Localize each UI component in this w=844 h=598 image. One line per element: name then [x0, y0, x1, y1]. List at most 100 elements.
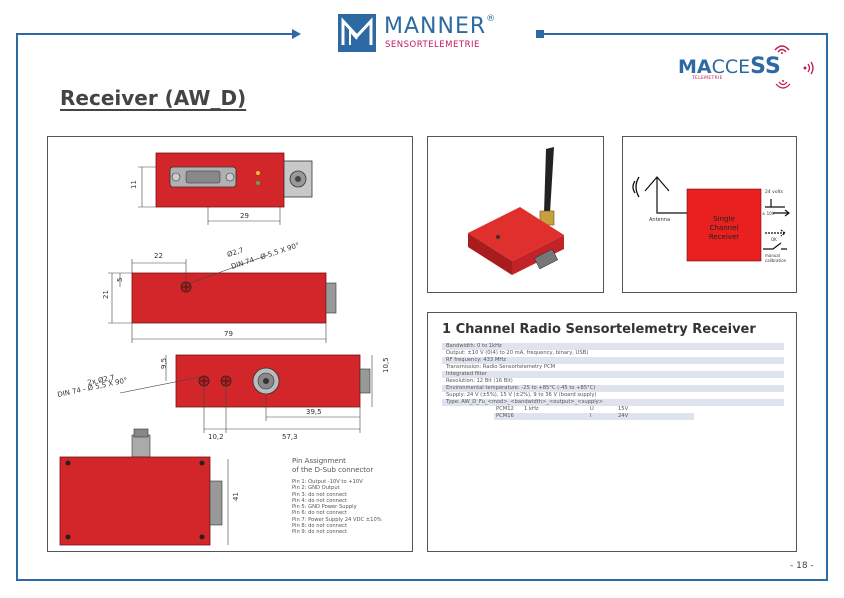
- pin-row: Pin 1: Output -10V to +10V: [292, 479, 363, 485]
- side-view-2-connector: [359, 368, 371, 394]
- bottom-screw-tr: [199, 460, 205, 466]
- dim-11: 11: [130, 180, 138, 189]
- receiver-label-2: Channel: [710, 224, 739, 232]
- dim-22: 22: [154, 252, 163, 260]
- bnc-bottom: [131, 434, 151, 458]
- side-view-1-connector: [325, 282, 337, 314]
- top-view: 11 29: [130, 152, 313, 225]
- side-view-1-body: [131, 272, 327, 324]
- pin-row: Pin 5: GND Power Supply: [292, 504, 357, 511]
- pin-assignment-title-2: of the D-Sub connector: [292, 466, 374, 474]
- pin-row: Pin 2: GND Output: [292, 485, 340, 492]
- led-green: [256, 181, 260, 185]
- signal-icon: [803, 61, 814, 75]
- dim-21: 21: [102, 290, 110, 299]
- dim-39-5: 39,5: [306, 408, 322, 416]
- output-arrow-icon: [773, 209, 790, 217]
- antenna-icon: [644, 176, 687, 214]
- brand-name-text: MANNER: [384, 14, 487, 39]
- bnc-bottom-top: [133, 428, 149, 438]
- photo-screw: [496, 235, 500, 239]
- specs-title: 1 Channel Radio Sensortelemetry Receiver: [442, 322, 756, 337]
- dsub-screw-left: [171, 172, 181, 182]
- manner-logo-mark: [338, 14, 376, 52]
- variant-bw: 1 kHz: [524, 406, 539, 412]
- variant-name: PCM12: [496, 406, 514, 412]
- bnc-center: [295, 176, 301, 182]
- label-ok: OK: [771, 237, 777, 242]
- dim-5: 5: [116, 278, 124, 282]
- bottom-view: 41: [59, 428, 240, 546]
- pin-row: Pin 9: do not connect: [292, 529, 348, 536]
- bottom-view-body: [59, 456, 211, 546]
- dim-79: 79: [224, 330, 233, 338]
- spec-row: Output: ±10 V (0(4) to 20 mA, frequency,…: [446, 350, 589, 356]
- maccess-sub: TELEMETRIE: [692, 76, 723, 81]
- pin-assignment-title-1: Pin Assignment: [292, 457, 346, 465]
- power-arrow-icon: [765, 199, 785, 208]
- housing-side: [512, 235, 564, 275]
- variant-name: PCM16: [496, 413, 514, 419]
- manner-brand-subtitle: SENSORTELEMETRIE: [385, 40, 480, 50]
- antenna: [544, 147, 554, 213]
- frame-top-left: [16, 33, 296, 35]
- pin-row: Pin 7: Power Supply 24 VDC ±10%: [292, 516, 382, 523]
- frame-square: [536, 30, 544, 38]
- calibration-switch-icon: [763, 242, 787, 250]
- bottom-screw-bl: [65, 534, 71, 540]
- bottom-view-connector: [209, 480, 223, 526]
- drawing-panel: 11 29 22 Ø2,7 DIN 74 - Ø 5,5 X 90° 21: [47, 136, 413, 552]
- spec-row: Environmental temperature: -25 to +85°C …: [442, 385, 784, 392]
- product-photo-panel: [427, 136, 604, 293]
- led-yellow: [256, 171, 260, 175]
- variant-out: I: [590, 413, 592, 419]
- spec-row: Integrated filter: [442, 371, 784, 378]
- maccess-text-a: MA: [678, 56, 712, 78]
- side-view-2: 2x Ø2,7 DIN 74 - Ø 5,5 X 90° 9,5 10,5 39…: [57, 354, 390, 441]
- photo-connector: [533, 248, 559, 270]
- variant-out: U: [590, 406, 594, 412]
- frame-arrow: [292, 29, 301, 39]
- technical-drawing: 11 29 22 Ø2,7 DIN 74 - Ø 5,5 X 90° 21: [57, 152, 390, 546]
- maccess-logo: MACCESS TELEMETRIE: [676, 42, 816, 98]
- label-out: ± 10V: [762, 211, 775, 216]
- specs-panel: 1 Channel Radio Sensortelemetry Receiver…: [427, 312, 797, 552]
- label-manual-2: calibration: [765, 258, 787, 263]
- variant-supply: 15V: [618, 406, 629, 412]
- ok-arrow-icon: [765, 229, 786, 237]
- spec-row: Transmission: Radio Sensortelemetry PCM: [446, 364, 556, 370]
- dsub-pins: [185, 170, 221, 184]
- product-photo: [468, 147, 564, 275]
- frame-bottom: [16, 579, 828, 581]
- maccess-text-b: CCE: [711, 56, 751, 78]
- receiver-box: [686, 188, 762, 262]
- page-number: - 18 -: [790, 561, 814, 571]
- signal-waves-icon: [632, 176, 640, 198]
- pin-row: Pin 3: do not connect: [292, 491, 348, 498]
- dim-29: 29: [240, 212, 249, 220]
- block-diagram: Antenna Single Channel Receiver 24 volts…: [632, 176, 790, 263]
- spec-row: Bandwidth: 0 to 1kHz: [442, 343, 784, 350]
- block-diagram-panel: Antenna Single Channel Receiver 24 volts…: [622, 136, 797, 293]
- label-24v: 24 volts: [765, 189, 784, 195]
- spec-row: Supply: 24 V (±5%), 15 V (±2%), 9 to 36 …: [446, 392, 597, 398]
- manner-logo: MANNER® SENSORTELEMETRIE: [330, 10, 530, 54]
- dim-41: 41: [232, 492, 240, 501]
- pin-row: Pin 6: do not connect: [292, 510, 348, 517]
- wifi-down-icon: [775, 80, 791, 89]
- dim-10-2: 10,2: [208, 433, 224, 441]
- housing-front: [468, 233, 512, 275]
- dim-hole-top: Ø2,7: [226, 246, 244, 259]
- bottom-screw-tl: [65, 460, 71, 466]
- spec-row: RF frequency: 433 MHz: [442, 357, 784, 364]
- wifi-icon: [774, 45, 790, 54]
- bnc-side-inner: [263, 378, 269, 384]
- variant-supply: 24V: [618, 413, 629, 419]
- dim-57-3: 57,3: [282, 433, 298, 441]
- bottom-screw-br: [199, 534, 205, 540]
- receiver-label-3: Receiver: [709, 233, 739, 241]
- page-title: Receiver (AW_D): [60, 86, 247, 110]
- frame-top-right: [537, 33, 828, 35]
- pin-row: Pin 8: do not connect: [292, 523, 348, 530]
- registered-mark: ®: [486, 14, 497, 24]
